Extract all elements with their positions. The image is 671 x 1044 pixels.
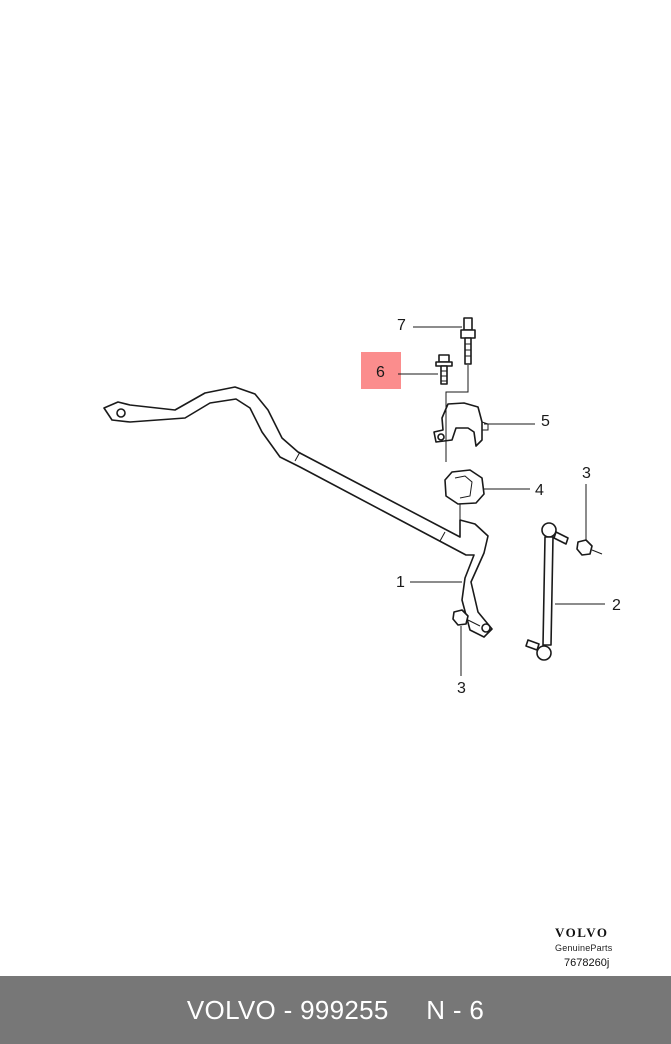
stud-bolt[interactable]: [460, 317, 476, 365]
callout-7: 7: [397, 317, 406, 334]
diagram-reference: 7678260j: [564, 957, 610, 969]
callout-3-top: 3: [582, 465, 591, 482]
callout-6: 6: [376, 364, 385, 381]
footer-bar: VOLVO - 999255 N - 6: [0, 976, 671, 1044]
callout-2: 2: [612, 597, 621, 614]
rubber-bushing[interactable]: [444, 469, 485, 505]
stabilizer-bar[interactable]: [103, 386, 493, 638]
highlighted-part-marker: [361, 352, 401, 389]
callout-1: 1: [396, 574, 405, 591]
leader-lines: [398, 326, 605, 676]
bushing-bracket[interactable]: [433, 402, 489, 447]
stabilizer-link[interactable]: [525, 522, 569, 661]
part-number-label: VOLVO - 999255 N - 6: [186, 994, 485, 1025]
brand-tagline: GenuineParts: [555, 943, 613, 953]
flange-bolt[interactable]: [435, 354, 453, 385]
nut-top[interactable]: [576, 539, 603, 556]
callout-3-bottom: 3: [457, 680, 466, 697]
callout-5: 5: [541, 413, 550, 430]
brand-block: VOLVO GenuineParts 7678260j: [555, 925, 635, 969]
callout-4: 4: [535, 482, 544, 499]
parts-diagram: 7 6 5 4 3 2 1 3: [103, 317, 621, 697]
nut-bottom[interactable]: [452, 609, 481, 627]
brand-logo: VOLVO: [555, 925, 609, 940]
